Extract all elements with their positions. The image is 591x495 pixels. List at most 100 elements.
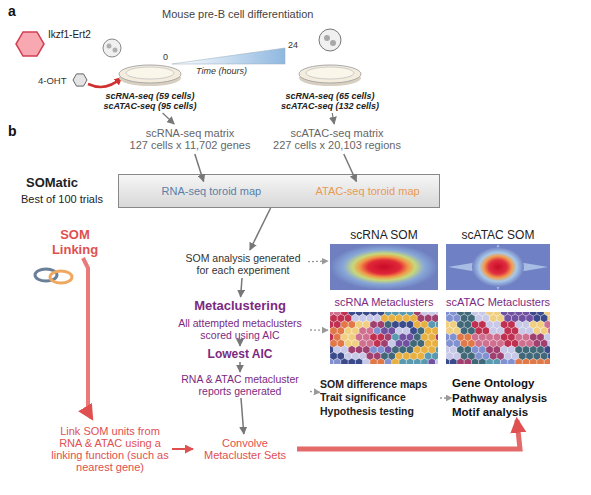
som-heatmap-cross [448,244,548,290]
metacluster-panel: scRNA Metaclusters [328,296,440,366]
panel-letter: a [8,3,16,19]
metacluster-cell [363,358,370,364]
flow-arrow [332,113,334,124]
compound-label: 4-OHT [38,75,67,86]
cell-dot [324,35,330,41]
node-text: scATAC-seq (95 cells) [103,101,196,111]
process-step: SOM analysis generated for each experime… [178,250,308,278]
cell-dot [107,44,112,49]
metacluster-cell [493,358,500,364]
metacluster-cell [435,358,438,364]
node-text: Trait significance [320,391,406,405]
node-text: SOM difference maps [320,378,427,392]
metacluster-cell [334,358,341,364]
process-step: All attempted metaclusters scored using … [170,316,310,342]
analysis-list: SOM difference mapsTrait significanceHyp… [320,376,440,420]
flow-arrow [440,397,452,398]
culture-dish [119,65,181,83]
metacluster-cell [537,358,544,364]
somatic-box: SOMaticBest of 100 trialsRNA-seq toroid … [118,174,440,208]
node-text: scATAC SOM [462,228,535,242]
dish-medium [306,67,354,79]
metacluster-cell [515,358,522,364]
som-heatmap-blob [472,247,524,287]
flow-arrow [310,329,328,331]
node-text: Gene Ontology [452,376,534,391]
protein-label: Ikzf1-Ert2 [48,29,91,40]
node-text: Metaclustering [194,298,286,313]
matrix-label: scATAC-seq matrix227 cells x 20,103 regi… [262,124,412,154]
flow-arrow [83,258,92,418]
cell-dot [113,48,118,53]
sample-label: scRNA-seq (59 cells)scATAC-seq (95 cells… [100,89,200,113]
dish-medium [126,67,174,79]
metacluster-panel: scATAC Metaclusters [444,296,552,366]
axis-label: Time (hours) [196,66,247,76]
node-text: scRNA SOM [350,228,417,242]
node-text: scRNA-seq matrix [146,127,235,139]
metacluster-cell [530,358,537,364]
metacluster-cell [348,358,355,364]
metacluster-map [330,312,438,364]
node-text: RNA-seq toroid map [162,185,262,197]
flow-arrow [241,278,242,297]
panel-letter: b [8,123,17,139]
node-text: Lowest AIC [208,347,273,361]
flow-arrow [239,342,241,346]
flow-arrow [308,260,328,262]
metacluster-cell [446,358,450,364]
flow-arrow [163,113,175,124]
metacluster-cell [421,358,428,364]
cell-dot [330,40,336,46]
time-ramp [172,48,285,64]
node-text: Best of 100 trials [21,193,103,205]
node-text: scRNA-seq (59 cells) [105,91,194,101]
node-text: Pathway analysis [452,391,547,406]
node-text: ATAC-seq toroid map [316,185,420,197]
metacluster-cell [385,358,392,364]
cell-icon [319,29,341,51]
metacluster-cell [406,358,413,364]
process-heading: Lowest AIC [195,346,285,362]
node-text: SOMatic [26,175,78,190]
node-text: RNA & ATAC metacluster reports generated [170,373,310,397]
metacluster-cell [544,358,550,364]
metacluster-cell [450,358,457,364]
metacluster-cell [471,358,478,364]
node-text: SOM analysis generated for each experime… [178,252,308,276]
tamoxifen-hexagon [73,74,87,86]
som-heatmap [330,244,438,290]
som-heatmap [446,244,550,290]
time-tick: 24 [288,40,298,50]
linking-step: Link SOM units from RNA & ATAC using a l… [48,418,172,480]
metacluster-cell [457,358,464,364]
metacluster-cell [370,358,377,364]
node-text: Link SOM units from RNA & ATAC using a l… [48,425,172,473]
linking-heading: SOM Linking [45,226,105,258]
flow-arrow [239,362,241,372]
node-text: 127 cells x 11,702 genes [130,139,251,151]
flow-arrow [297,420,520,449]
node-text: scATAC Metaclusters [446,296,550,308]
metacluster-map [446,312,550,364]
node-text: All attempted metaclusters scored using … [170,317,310,341]
node-text: Hypothesis testing [320,405,414,419]
metacluster-cell [508,358,515,364]
node-text: Convolve Metacluster Sets [193,437,297,461]
flow-arrow [195,154,204,182]
flow-arrow [310,391,320,393]
flow-arrow [344,154,357,182]
ikzf1-hexagon [16,32,44,56]
culture-dish [299,65,361,83]
process-title: Mouse pre-B cell differentiation [162,8,313,20]
metacluster-cell [330,358,334,364]
metacluster-cell [501,358,508,364]
analysis-list: Gene OntologyPathway analysisMotif analy… [452,376,577,420]
toroid-map: RNA-seq toroid map [136,182,278,200]
metacluster-cell [355,358,362,364]
chain-icon [35,269,57,281]
flow-arrow [172,448,193,450]
metacluster-cell [522,358,529,364]
node-text: 227 cells x 20,103 regions [273,139,401,151]
